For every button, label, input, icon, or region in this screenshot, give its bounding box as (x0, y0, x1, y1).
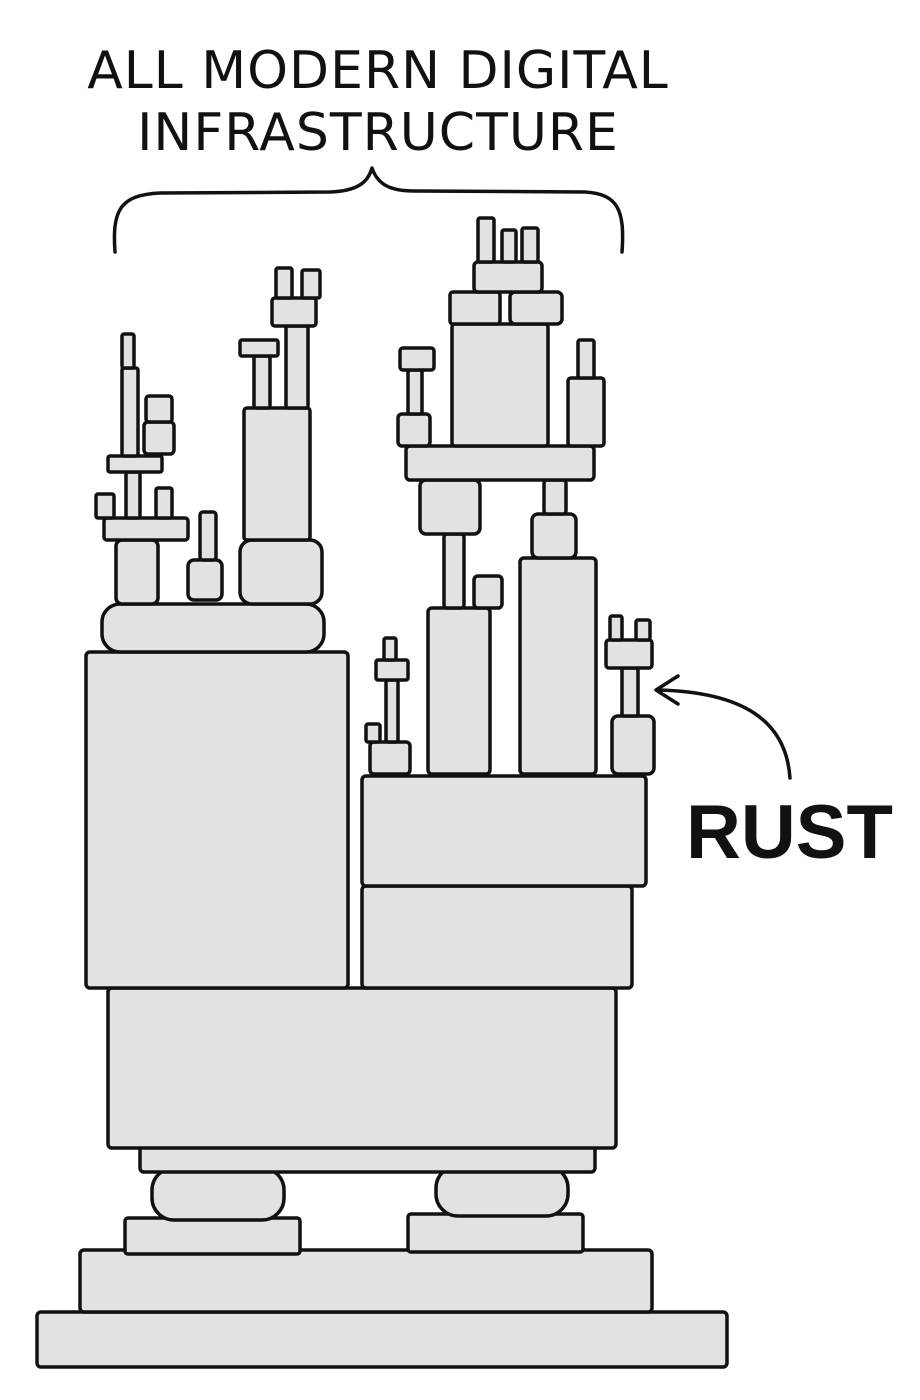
block-spire-a-shelf-2 (106, 454, 164, 474)
block-stub-post (198, 510, 218, 562)
block-spire-a-nub-2 (154, 486, 174, 520)
block-upper-shelf-left (448, 290, 502, 326)
block-base-bottom (35, 1310, 729, 1369)
block-right-lower (360, 884, 634, 990)
block-mini-spire-tip (382, 636, 398, 662)
block-pillar-left-cube (472, 574, 504, 610)
block-upper-left-post (406, 368, 424, 416)
rust-block-base (610, 714, 656, 776)
block-column-post-right (284, 324, 310, 410)
block-upper-crown-3 (520, 226, 540, 264)
block-mini-spire-base (368, 740, 412, 776)
block-column-ear-right (300, 268, 322, 300)
block-spire-a-cube-2 (144, 394, 174, 424)
callout-arrow (654, 674, 792, 780)
block-right-upper (360, 774, 648, 888)
block-upper-shelf-right (508, 290, 564, 326)
block-foot-left (150, 1166, 286, 1222)
block-upper-right-tip (576, 338, 596, 380)
block-tower (35, 216, 729, 1369)
block-spire-a-nub-1 (94, 492, 116, 520)
rust-block-ear-right (634, 618, 652, 642)
arrow-shaft (656, 688, 792, 780)
block-spire-a-cube-1 (142, 420, 176, 456)
caption-line-1: ALL MODERN DIGITAL (87, 41, 669, 101)
block-spire-a-post-2 (120, 366, 140, 458)
block-spire-a-base (114, 538, 160, 606)
block-upper-crown-base (472, 260, 544, 294)
block-column-post-left (252, 354, 272, 410)
rust-block-post (620, 666, 640, 718)
caption-line-2: INFRASTRUCTURE (137, 103, 619, 163)
block-pillar-right (518, 556, 598, 776)
block-upper-box (450, 322, 550, 448)
rust-block-cap (604, 638, 654, 670)
block-stub-base (186, 558, 224, 602)
block-foot-left-plate (123, 1216, 302, 1256)
block-upper-left-cube (396, 412, 432, 448)
block-mini-spire-cap (374, 658, 410, 682)
block-pillar-left-post (442, 532, 466, 610)
block-column-base (238, 538, 324, 606)
block-big-left (84, 650, 350, 990)
block-mini-spire-nub (364, 722, 382, 744)
block-left-cushion (100, 602, 326, 654)
block-pillar-right-cap (530, 512, 578, 560)
block-upper-right-tall (566, 376, 606, 448)
block-column-body (242, 406, 312, 542)
block-foot-right-plate (406, 1212, 585, 1254)
rust-label: RUST (686, 790, 893, 875)
block-upper-platform (404, 444, 596, 482)
block-column-shelf (238, 338, 280, 358)
block-spire-a-post-1 (124, 470, 142, 520)
block-spire-a-shelf (102, 516, 190, 542)
block-mini-spire-post (384, 678, 400, 744)
block-column-cap (270, 296, 318, 328)
block-main-body (106, 986, 618, 1150)
block-column-ear-left (274, 266, 294, 300)
rust-block-ear-left (608, 614, 624, 642)
block-spire-a-tip (120, 332, 136, 370)
block-pillar-right-post (542, 478, 568, 516)
curly-brace (112, 166, 625, 254)
arrow-head-icon (654, 674, 680, 706)
block-upper-left-cap (398, 346, 436, 372)
block-upper-crown-1 (476, 216, 496, 264)
block-base-second (78, 1248, 654, 1314)
block-upper-crown-2 (500, 228, 518, 264)
block-pillar-left-top (418, 478, 482, 536)
block-pillar-left (426, 606, 492, 776)
